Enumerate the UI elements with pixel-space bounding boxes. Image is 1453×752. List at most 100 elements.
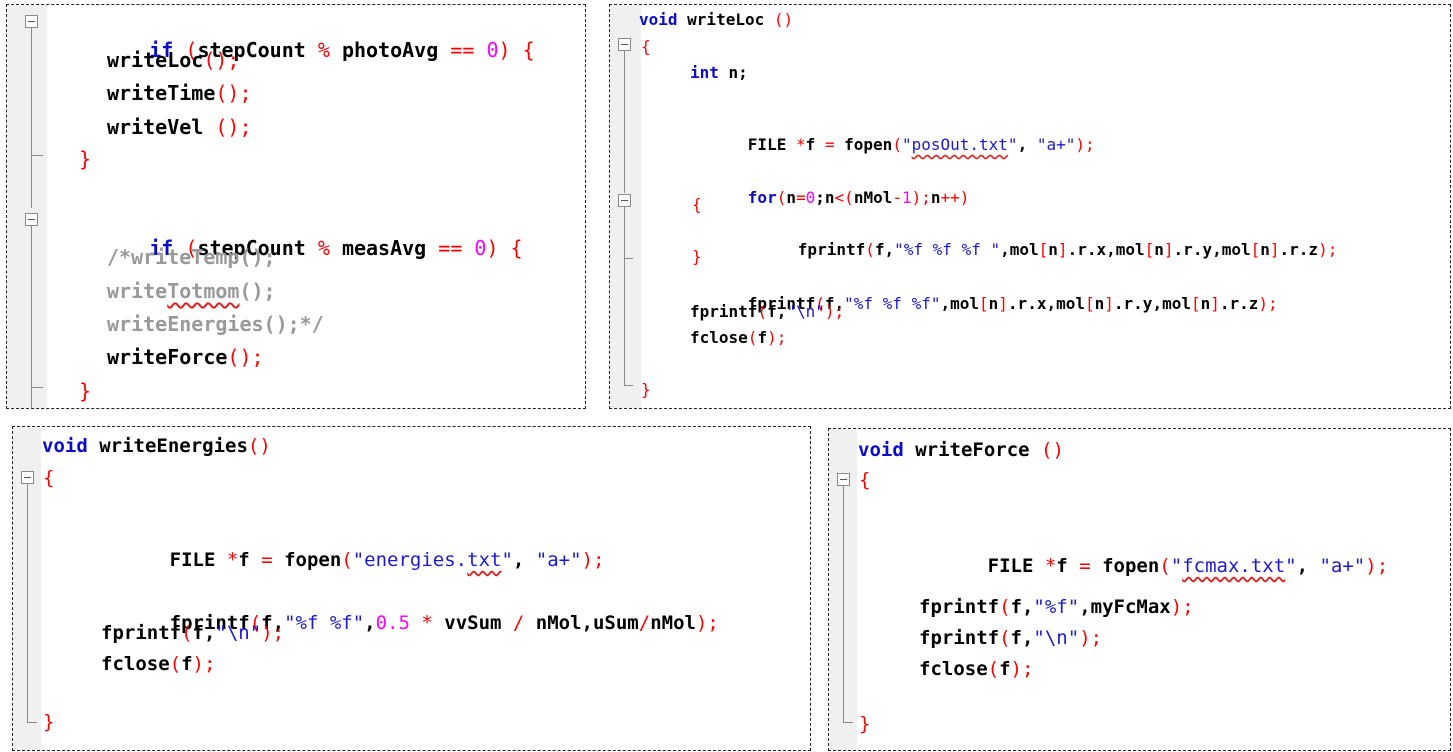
brace: {	[522, 38, 535, 62]
operator: /	[512, 612, 525, 634]
function-signature: void writeLoc ()	[639, 10, 793, 29]
fold-guide-line	[624, 207, 625, 385]
code-line-fprintf: fprintf(f,"%f",myFcMax);	[919, 596, 1194, 618]
string-literal: "%f %f"	[284, 612, 365, 634]
paren: (	[844, 188, 854, 207]
keyword-void: void	[42, 435, 88, 457]
keyword-void: void	[858, 439, 904, 461]
paren: (	[815, 294, 825, 313]
number-literal: 0.5	[375, 612, 410, 634]
brace: {	[43, 467, 55, 489]
paren: ();	[203, 48, 240, 72]
operator: *	[421, 612, 433, 634]
fold-guide-line	[624, 51, 625, 193]
code-line-for-loop: for(n=0;n<(nMol-1);n++)	[690, 169, 970, 226]
identifier: f,	[1010, 596, 1034, 618]
operator: ++	[940, 188, 960, 207]
string-literal: "	[501, 549, 513, 571]
paren: );	[1318, 240, 1338, 259]
brace: }	[79, 147, 92, 171]
code-line-close-brace: }	[859, 713, 870, 735]
paren: (	[341, 549, 353, 571]
keyword-if: if	[149, 236, 174, 260]
space	[499, 236, 511, 260]
punctuation: ,	[364, 612, 376, 634]
punctuation: ,	[512, 549, 536, 571]
function-name: writeEnergies	[87, 435, 248, 457]
code-line-file-open: FILE *f = fopen("fcmax.txt", "a+");	[919, 533, 1389, 599]
bracket: ]	[998, 294, 1008, 313]
number-literal: 0	[805, 188, 816, 207]
identifier: stepCount	[197, 38, 306, 62]
string-literal: "a+"	[535, 549, 582, 571]
paren: );	[911, 188, 931, 207]
code-line-writevel-call: writeVel ();	[107, 115, 252, 139]
space	[511, 38, 523, 62]
code-line-open-brace: {	[692, 195, 702, 214]
code-line-writetime-call: writeTime();	[107, 81, 252, 105]
operator: =	[261, 549, 273, 571]
code-line-writeforce-call: writeForce();	[107, 345, 264, 369]
code-line-fprintf-newline: fprintf(f,"\n");	[919, 627, 1102, 649]
spellcheck-word: txt	[467, 549, 502, 571]
paren: );	[767, 328, 787, 347]
string-literal: "\n"	[1033, 627, 1080, 649]
paren: );	[824, 302, 845, 321]
function-call: fclose	[919, 658, 988, 680]
paren: (	[181, 622, 193, 644]
string-literal: "\n"	[786, 302, 825, 321]
bracket: ]	[1210, 294, 1220, 313]
identifier: n	[1048, 240, 1058, 259]
comment-text: /*writeTemp();	[107, 245, 276, 269]
identifier: f,	[192, 622, 216, 644]
identifier: .r.x,mol	[1007, 294, 1085, 313]
paren: (	[999, 596, 1011, 618]
paren: );	[1170, 596, 1194, 618]
fold-toggle-icon[interactable]	[25, 15, 38, 28]
identifier: f	[181, 653, 193, 675]
function-call: fclose	[101, 653, 170, 675]
fold-end-marker	[31, 155, 43, 156]
code-panel-writeforce: void writeForce () { FILE *f = fopen("fc…	[828, 428, 1451, 751]
fold-toggle-icon[interactable]	[618, 194, 631, 207]
identifier: f,	[261, 612, 285, 634]
code-line-close-brace: }	[43, 711, 54, 733]
identifier: .r.y,mol	[1173, 240, 1251, 259]
identifier: f,	[824, 294, 845, 313]
type-name: FILE	[169, 549, 227, 571]
fold-toggle-icon[interactable]	[21, 471, 34, 484]
paren: (	[1159, 555, 1171, 577]
fold-toggle-icon[interactable]	[25, 213, 38, 226]
paren: );	[1365, 555, 1389, 577]
string-literal: "%f %f %f "	[894, 240, 1001, 259]
string-literal: "a+"	[1319, 555, 1366, 577]
keyword-void: void	[639, 10, 678, 29]
fold-toggle-icon[interactable]	[618, 38, 631, 51]
paren: );	[1079, 627, 1103, 649]
identifier: .r.z	[1219, 294, 1259, 313]
code-line-open-brace: {	[859, 469, 870, 491]
operator: =	[1079, 555, 1091, 577]
string-literal: "%f %f %f"	[844, 294, 941, 313]
function-call: fprintf	[690, 302, 758, 321]
paren: ();	[215, 81, 252, 105]
paren: (	[173, 236, 198, 260]
code-panel-main-loop: if (stepCount % photoAvg == 0) { writeLo…	[6, 4, 586, 409]
fold-end-marker	[31, 387, 43, 388]
code-line-close-brace: }	[641, 380, 651, 399]
bracket: [	[1144, 240, 1155, 259]
code-line-fclose: fclose(f);	[690, 328, 786, 347]
code-line-close-brace: }	[692, 247, 702, 266]
code-line-comment: /*writeTemp();	[107, 245, 276, 269]
code-line-fprintf-newline: fprintf(f,"\n");	[101, 622, 284, 644]
code-line-fclose: fclose(f);	[919, 658, 1033, 680]
function-call: fprintf	[747, 294, 816, 313]
number-literal: 1	[901, 188, 912, 207]
identifier: f	[238, 549, 262, 571]
fold-toggle-icon[interactable]	[837, 473, 850, 486]
identifier: f	[999, 658, 1011, 680]
operator: -	[892, 188, 902, 207]
brace: }	[692, 247, 702, 266]
identifier: n	[988, 294, 999, 313]
keyword-for: for	[747, 188, 777, 207]
